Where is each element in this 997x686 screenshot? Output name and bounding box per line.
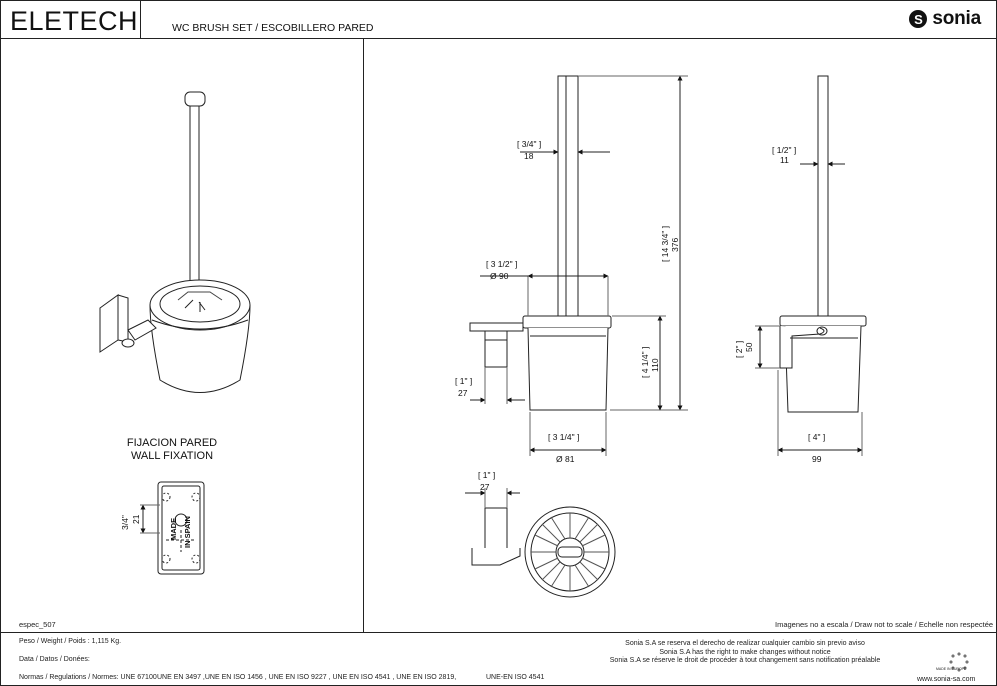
dim-side-rod-in: [ 1/2" ] (772, 145, 796, 155)
dim-top-offset-in: [ 1" ] (478, 470, 495, 480)
eu-stars-icon (949, 652, 969, 672)
dim-total-height-mm: 376 (670, 238, 680, 252)
plate-dim-mm: 21 (131, 514, 141, 524)
product-name: ELETECH (10, 6, 139, 36)
dim-cup-height-mm: 110 (650, 358, 660, 372)
norms-extra: UNE-EN ISO 4541 (486, 674, 545, 681)
footer-divider (0, 632, 997, 633)
fixation-title-en: WALL FIXATION (130, 450, 214, 462)
plate-text-made: MADE (169, 518, 178, 540)
side-elevation (755, 75, 867, 456)
scale-note: Imagenes no a escala / Draw not to scale… (775, 620, 994, 629)
sonia-logo-icon: S (909, 10, 928, 28)
front-elevation (469, 75, 688, 456)
dim-side-bracket-mm: 50 (744, 342, 754, 352)
norms-label: Normas / Regulations / Normes: UNE 67100 (19, 674, 157, 681)
top-view (465, 488, 616, 598)
wall-fixation-plate (140, 481, 205, 575)
dim-cup-top-mm: Ø 90 (490, 271, 509, 281)
drawing-code: espec_507 (19, 620, 56, 629)
dim-cup-top-in: [ 3 1/2" ] (486, 259, 517, 269)
norms-list: UNE EN 3497 ,UNE EN ISO 1456 , UNE EN IS… (157, 674, 457, 681)
dim-top-offset-mm: 27 (480, 482, 490, 492)
header-divider (0, 38, 997, 39)
fixation-title-es: FIJACION PARED (126, 437, 218, 449)
dim-total-height-in: [ 14 3/4" ] (660, 226, 670, 262)
perspective-view (99, 91, 251, 393)
dim-side-depth-mm: 99 (812, 454, 822, 464)
dim-cup-bottom-in: [ 3 1/4" ] (548, 432, 579, 442)
legal-fr: Sonia S.A se réserve le droit de procéde… (609, 657, 881, 664)
panel-divider (363, 38, 364, 632)
legal-en: Sonia S.A has the right to make changes … (659, 648, 831, 656)
dim-side-bracket-in: [ 2" ] (734, 341, 744, 358)
dim-side-depth-in: [ 4" ] (808, 432, 825, 442)
header-separator (140, 0, 141, 38)
dim-wall-offset-mm: 27 (458, 388, 468, 398)
fixation-caption: FIJACION PARED WALL FIXATION (112, 437, 232, 463)
dim-cup-bottom-mm: Ø 81 (556, 454, 575, 464)
legal-es: Sonia S.A se reserva el derecho de reali… (625, 640, 865, 647)
dim-rod-width-in: [ 3/4" ] (517, 139, 541, 149)
brand-logo: S sonia (909, 8, 981, 30)
product-subtitle: WC BRUSH SET / ESCOBILLERO PARED (172, 22, 374, 34)
weight-line: Peso / Weight / Poids : 1,115 Kg. (19, 638, 122, 645)
legal-notice: Sonia S.A se reserva el derecho de reali… (560, 640, 930, 666)
plate-dim-in: 3/4" (120, 515, 130, 530)
eu-label: MADE IN EUROPE (936, 667, 967, 671)
website[interactable]: www.sonia-sa.com (917, 676, 976, 683)
dim-cup-height-in: [ 4 1/4" ] (640, 347, 650, 378)
brand-name: sonia (932, 8, 981, 29)
plate-text-spain: IN SPAIN (183, 516, 192, 548)
dim-rod-width-mm: 18 (524, 151, 534, 161)
data-line: Data / Datos / Donées: (19, 656, 90, 663)
dim-side-rod-mm: 11 (780, 155, 789, 165)
dim-wall-offset-in: [ 1" ] (455, 376, 472, 386)
